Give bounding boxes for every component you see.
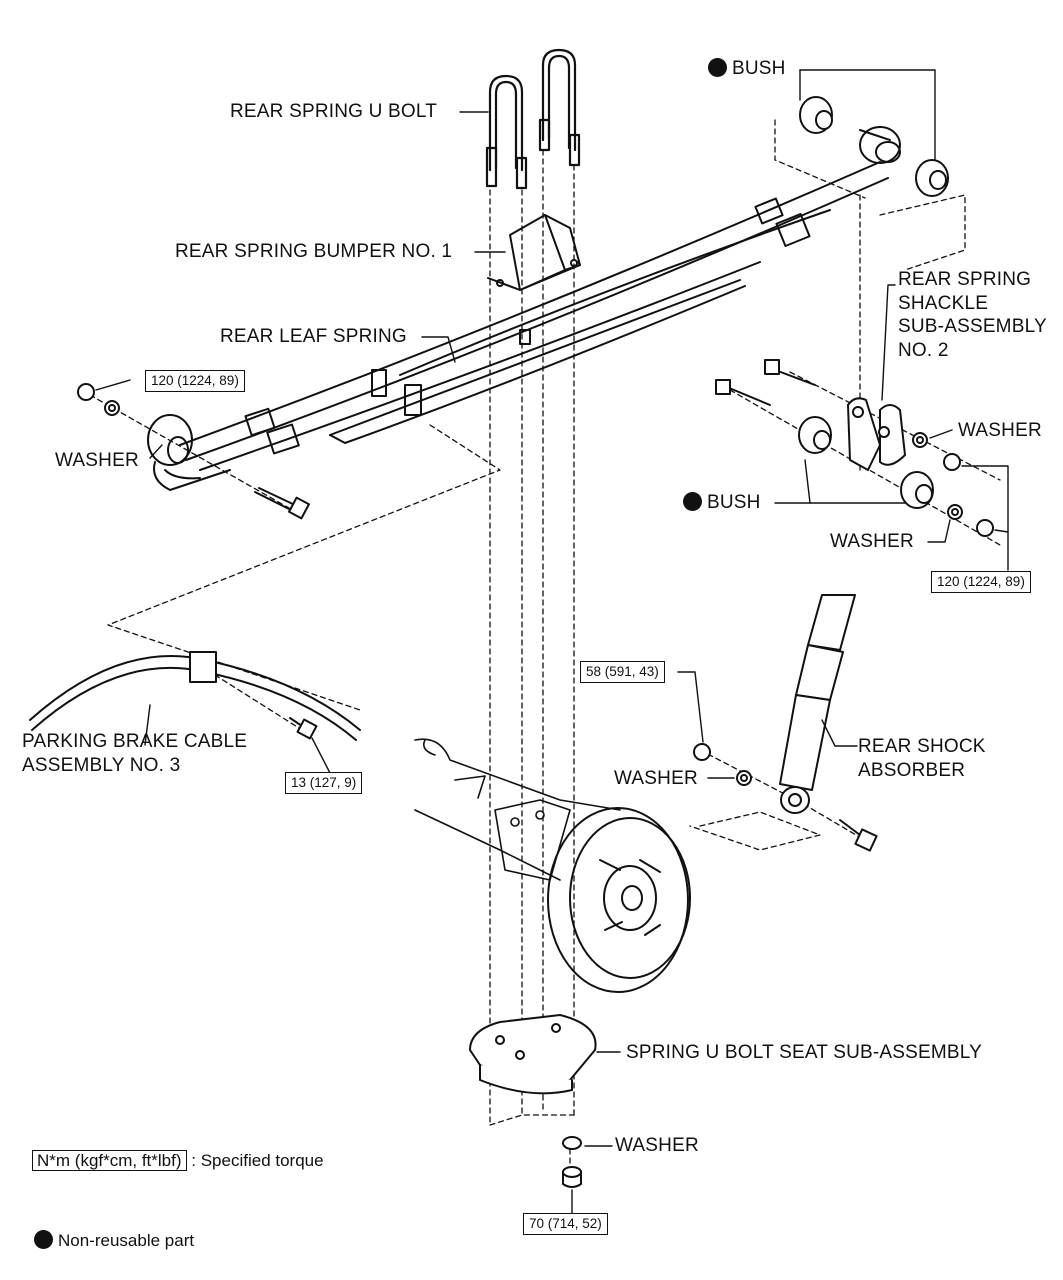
nonreusable-dot-icon — [34, 1230, 53, 1249]
alignment-lines — [89, 119, 1001, 1171]
parking-brake-cable — [29, 651, 361, 741]
front-eye — [147, 414, 231, 491]
label-text: BUSH — [707, 492, 761, 513]
legend-nonreusable-text: Non-reusable part — [58, 1231, 195, 1250]
label-rear-shock-absorber: REAR SHOCK ABSORBER — [858, 736, 986, 781]
brake-drum — [547, 807, 691, 993]
u-bolt-seat — [469, 1014, 597, 1095]
label-rear-leaf-spring: REAR LEAF SPRING — [220, 326, 407, 347]
legend-nonreusable: Non-reusable part — [34, 1230, 194, 1252]
rear-eye — [859, 126, 901, 164]
torque-shock-upper: 58 (591, 43) — [580, 661, 665, 683]
shackle — [798, 397, 934, 509]
legend-torque-box: N*m (kgf*cm, ft*lbf) — [32, 1150, 187, 1171]
leaf-spring — [179, 161, 889, 471]
label-shackle: REAR SPRING SHACKLE SUB-ASSEMBLY NO. 2 — [898, 269, 1047, 361]
rear-spring-bumper — [487, 214, 581, 291]
label-washer-shock: WASHER — [614, 768, 698, 789]
legend-torque-text: : Specified torque — [191, 1151, 324, 1170]
nonreusable-dot-icon — [683, 492, 702, 511]
torque-left-bolt: 120 (1224, 89) — [145, 370, 245, 392]
label-u-bolt-seat: SPRING U BOLT SEAT SUB-ASSEMBLY — [626, 1042, 983, 1063]
legend-torque: N*m (kgf*cm, ft*lbf) : Specified torque — [32, 1150, 324, 1172]
torque-u-bolt-nut: 70 (714, 52) — [523, 1213, 608, 1235]
label-text: BUSH — [732, 58, 786, 79]
label-rear-spring-u-bolt: REAR SPRING U BOLT — [230, 101, 438, 122]
axle-housing — [414, 738, 621, 881]
nonreusable-dot-icon — [708, 58, 727, 77]
label-parking-brake-cable: PARKING BRAKE CABLE ASSEMBLY NO. 3 — [22, 731, 248, 776]
label-bush-top: BUSH — [708, 58, 786, 80]
label-washer-left: WASHER — [55, 450, 139, 471]
torque-right-nut: 120 (1224, 89) — [931, 571, 1031, 593]
label-rear-spring-bumper: REAR SPRING BUMPER NO. 1 — [175, 241, 453, 262]
label-bush-mid: BUSH — [683, 492, 761, 514]
label-washer-bottom: WASHER — [615, 1135, 699, 1156]
u-bolts — [485, 48, 581, 190]
shock-absorber — [779, 594, 856, 814]
torque-cable-bolt: 13 (127, 9) — [285, 772, 363, 794]
leader-lines — [95, 69, 1009, 1214]
bolts — [77, 359, 994, 1188]
bush-pair-top — [799, 96, 949, 197]
label-washer-right-mid: WASHER — [830, 531, 914, 552]
label-washer-right-top: WASHER — [958, 420, 1042, 441]
